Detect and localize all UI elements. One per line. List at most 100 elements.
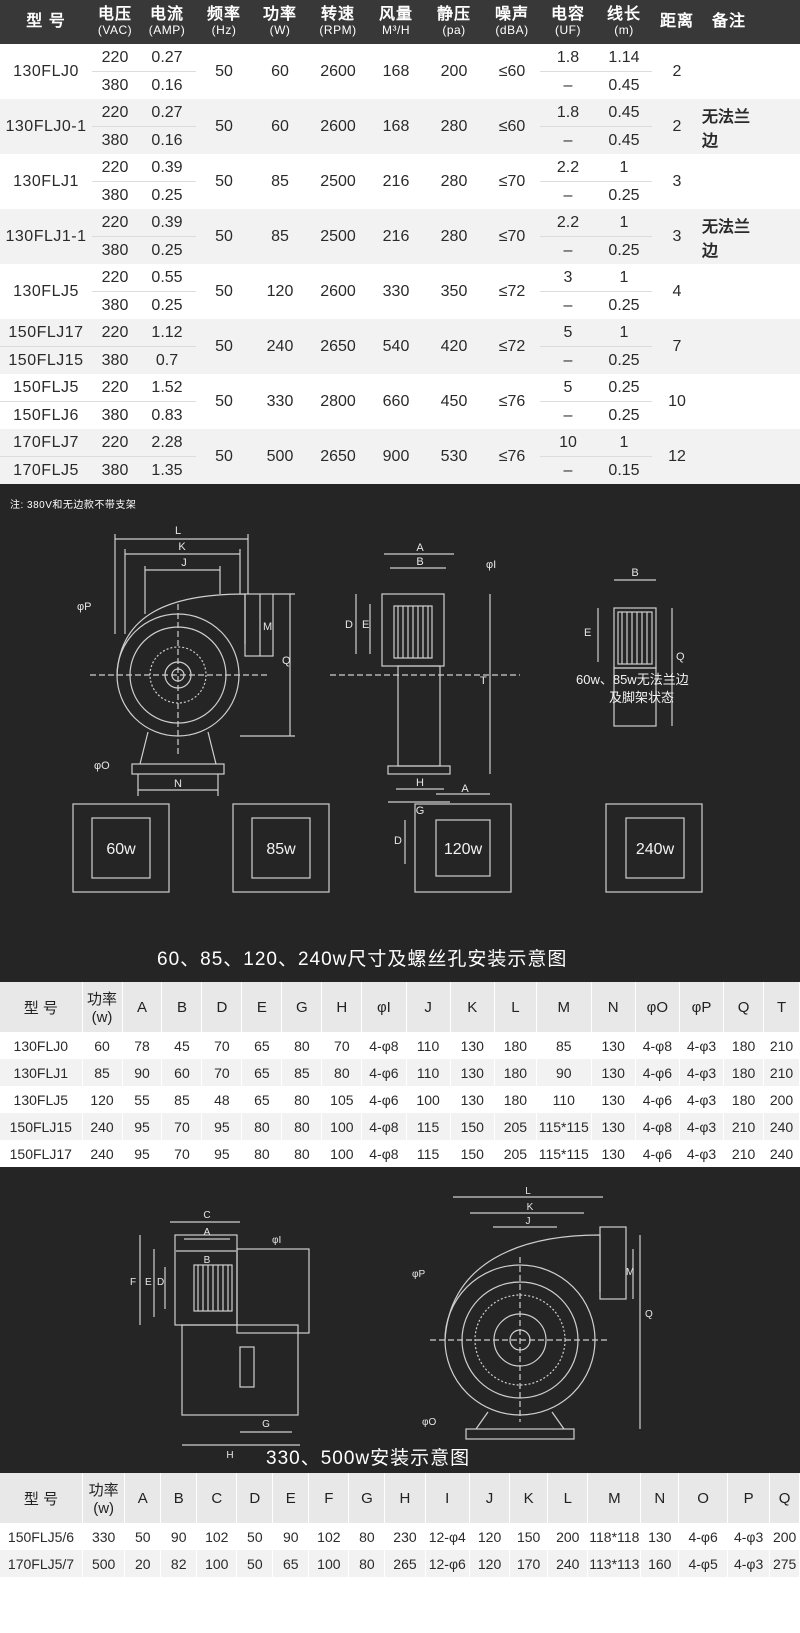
dim-table-cell: 130 — [591, 1140, 636, 1167]
spec-cell: 2 — [672, 117, 682, 135]
svg-text:φO: φO — [94, 760, 110, 772]
dim-table-cell: 180 — [494, 1059, 537, 1086]
dim-table-cell: 90 — [160, 1523, 198, 1550]
dim-table-cell: 95 — [201, 1140, 243, 1167]
spec-cell: 0.55 — [138, 264, 196, 292]
dimension-drawing-2: C A B F E D φI G H L K J φP M Q φO — [130, 1186, 653, 1461]
spec-cell: 1 — [596, 319, 652, 347]
svg-text:M: M — [263, 621, 272, 633]
svg-text:Q: Q — [676, 651, 685, 663]
spec-header-cell: 电压(VAC) — [92, 0, 138, 44]
spec-header-title: 线长 — [606, 6, 641, 24]
spec-cell: 50 — [215, 282, 233, 300]
spec-cell: 530 — [440, 447, 468, 465]
spec-cell: 130FLJ5 — [13, 282, 79, 300]
dim-table-cell: 150 — [450, 1140, 495, 1167]
spec-cell: 60 — [271, 62, 289, 80]
spec-header-title: 功率 — [262, 6, 297, 24]
dim-table-cell: 80 — [241, 1113, 283, 1140]
dim-table-cell: 4-φ6 — [361, 1086, 407, 1113]
dim-table-cell: 85 — [82, 1059, 123, 1086]
dim-table-cell: 240 — [763, 1140, 800, 1167]
dim-table-cell: 210 — [763, 1032, 800, 1059]
spec-cell: ≤72 — [498, 282, 526, 300]
spec-cell: 220 — [92, 44, 138, 72]
spec-cell: 380 — [101, 296, 129, 314]
dim-table-cell: 50 — [236, 1523, 274, 1550]
dim-table-cell: 80 — [281, 1140, 323, 1167]
spec-header-unit: (W) — [269, 23, 291, 38]
dim-table-cell: 60 — [161, 1059, 203, 1086]
spec-cell: 168 — [382, 117, 410, 135]
dim-table-cell: 4-φ3 — [679, 1140, 725, 1167]
svg-text:φI: φI — [272, 1235, 281, 1246]
spec-cell: 130FLJ0-1 — [5, 117, 87, 135]
spec-cell: 280 — [440, 172, 468, 190]
dim-table-cell: 70 — [321, 1032, 363, 1059]
dim-table-cell: 4-φ8 — [635, 1032, 680, 1059]
spec-cell: 无法兰边 — [702, 218, 751, 260]
spec-cell: 2650 — [320, 447, 356, 465]
spec-cell: 240 — [266, 337, 294, 355]
dim-table-cell: 240 — [82, 1113, 123, 1140]
spec-cell: – — [563, 241, 573, 259]
dim-table-cell: 95 — [122, 1140, 163, 1167]
spec-header-title: 型 号 — [26, 12, 66, 30]
spec-cell: 2500 — [320, 172, 356, 190]
dim-table-header: 功率(w) — [82, 982, 123, 1032]
spec-cell: 0.25 — [596, 374, 652, 402]
spec-cell: 4 — [672, 282, 682, 300]
spec-cell: 3 — [540, 264, 596, 292]
dim-table-cell: 180 — [723, 1086, 765, 1113]
dim-table-cell: 20 — [124, 1550, 162, 1577]
dim-table-cell: 65 — [241, 1032, 283, 1059]
spec-cell: ≤76 — [498, 392, 526, 410]
dim-table-cell: 80 — [281, 1113, 323, 1140]
dim-table-header: O — [678, 1473, 728, 1523]
svg-text:φP: φP — [412, 1269, 425, 1280]
dim-table-header: H — [321, 982, 363, 1032]
spec-header-title: 电流 — [149, 6, 184, 24]
drawing-section-2: C A B F E D φI G H L K J φP M Q φO 330、5… — [0, 1167, 800, 1473]
dim-table-cell: 4-φ3 — [727, 1550, 771, 1577]
dim-table-cell: 95 — [122, 1113, 163, 1140]
dim-table-cell: 230 — [384, 1523, 426, 1550]
dim-table-cell: 210 — [723, 1113, 765, 1140]
dim-table-cell: 80 — [321, 1059, 363, 1086]
spec-cell: 220 — [92, 209, 138, 237]
spec-cell: 12 — [668, 447, 686, 465]
dim-table-cell: 80 — [348, 1550, 386, 1577]
dim-table-cell: 90 — [272, 1523, 310, 1550]
spec-cell: 0.25 — [608, 406, 640, 424]
dim-table-cell: 130 — [591, 1086, 636, 1113]
dim-table-header: Q — [769, 1473, 800, 1523]
drawing-2-caption: 330、500w安装示意图 — [266, 1448, 471, 1469]
spec-cell: 0.39 — [138, 154, 196, 182]
spec-cell: ≤60 — [498, 62, 526, 80]
svg-text:A: A — [461, 783, 469, 795]
spec-cell: 0.25 — [608, 241, 640, 259]
dim-table-cell: 90 — [122, 1059, 163, 1086]
dim-table-cell: 80 — [281, 1032, 323, 1059]
dim-table-cell: 85 — [536, 1032, 592, 1059]
spec-cell: 0.45 — [596, 99, 652, 127]
spec-cell: 130FLJ1 — [13, 172, 79, 190]
spec-cell: 0.27 — [138, 44, 196, 72]
dim-table-cell: 95 — [201, 1113, 243, 1140]
spec-cell: 2 — [672, 62, 682, 80]
dim-table-cell: 240 — [82, 1140, 123, 1167]
spec-header-cell: 转速(RPM) — [308, 0, 368, 44]
spec-cell: 0.27 — [138, 99, 196, 127]
spec-header-unit: (RPM) — [319, 23, 357, 38]
spec-cell — [702, 319, 756, 374]
spec-cell: 无法兰边 — [702, 108, 751, 150]
spec-header-title: 电容 — [550, 6, 585, 24]
spec-header-title: 静压 — [436, 6, 471, 24]
spec-cell: 10 — [668, 392, 686, 410]
dim-table-header: M — [587, 1473, 642, 1523]
dim-table-cell: 4-φ3 — [679, 1032, 725, 1059]
dim-table-cell: 130FLJ1 — [0, 1059, 83, 1086]
